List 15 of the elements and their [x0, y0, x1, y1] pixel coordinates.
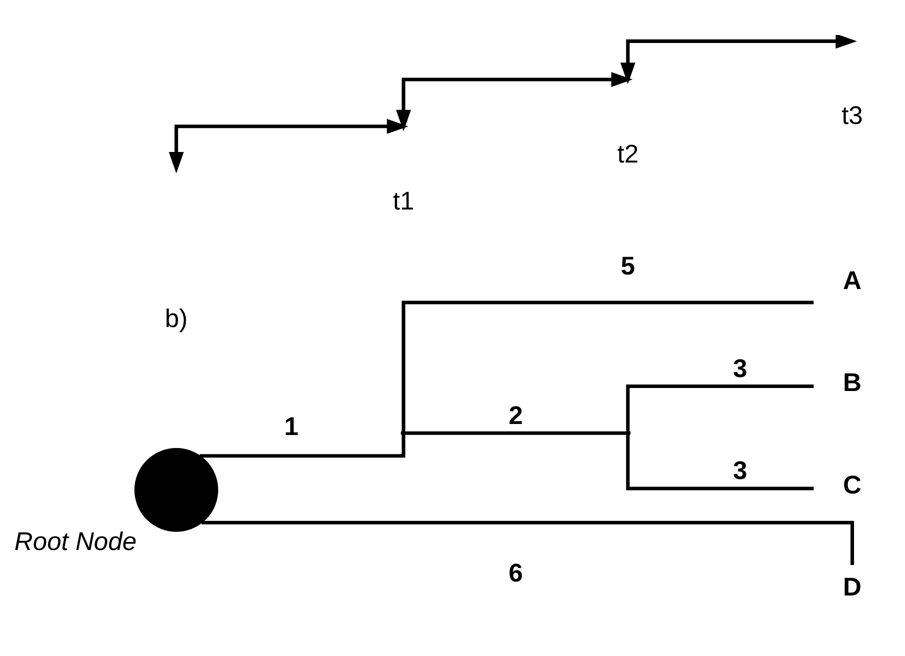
label: b)	[164, 304, 188, 333]
edge-label: 1	[284, 412, 298, 441]
label: t1	[392, 186, 414, 215]
node-text: C	[843, 470, 862, 499]
node-label: Root Node	[14, 528, 137, 556]
edge-label: 3	[732, 354, 748, 382]
label: t2	[617, 140, 639, 168]
label: t3	[842, 102, 863, 130]
edge-label: 2	[508, 401, 523, 430]
edge-label: 6	[508, 558, 523, 587]
edge-label: 5	[620, 252, 635, 280]
node-text: A	[843, 266, 862, 294]
node-text: B	[843, 368, 862, 397]
edge-label: 3	[732, 456, 748, 485]
node-text: D	[843, 573, 862, 602]
